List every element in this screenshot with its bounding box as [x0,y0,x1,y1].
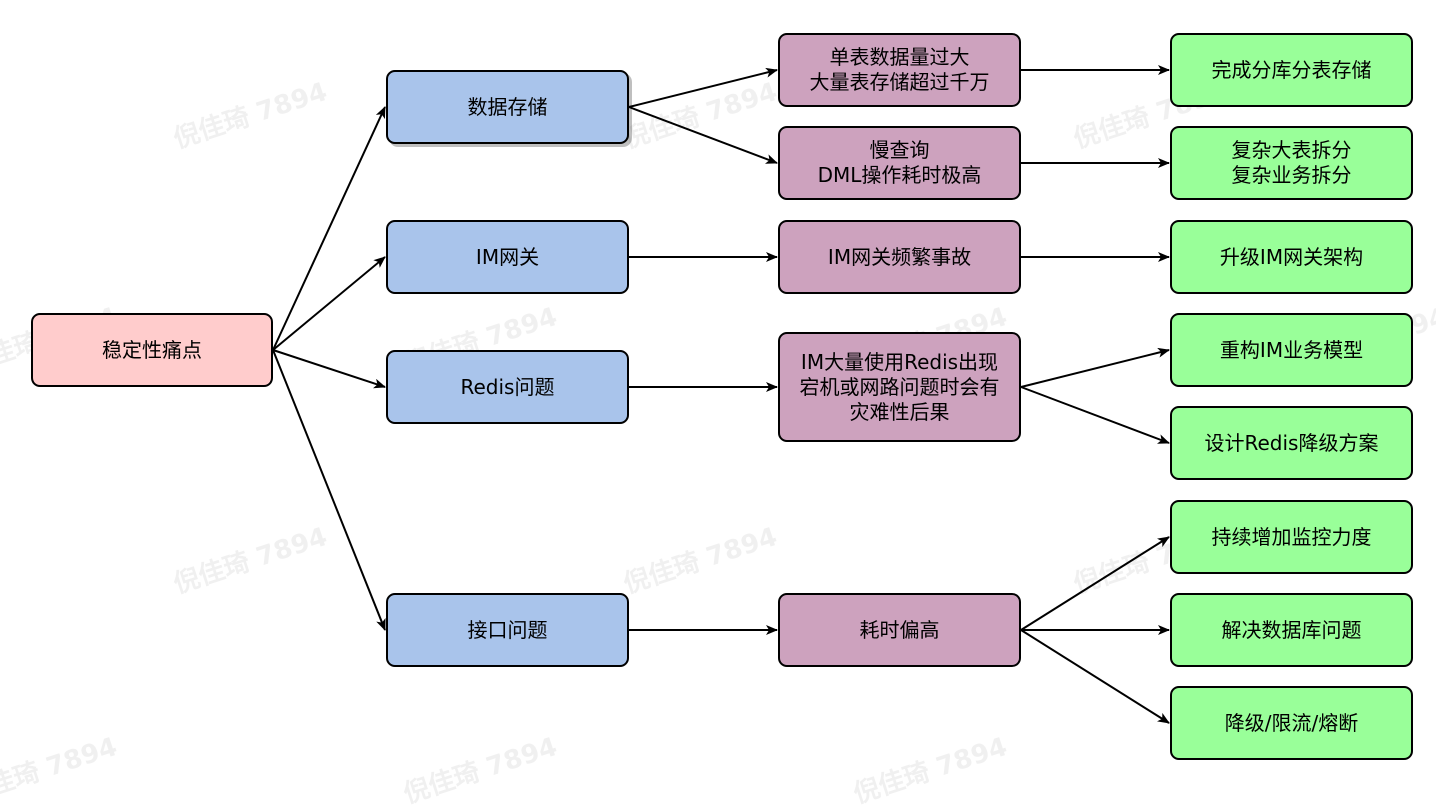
connector-arrow [272,256,386,351]
problem-label: 耗时偏高 [859,617,940,642]
solution-label: 持续增加监控力度 [1211,524,1372,549]
solution-label: 升级IM网关架构 [1219,244,1364,269]
connector-arrow [1020,347,1170,388]
connector-arrow [272,349,386,631]
category-label: 数据存储 [467,94,548,119]
category-node-im-gateway: IM网关 [386,220,629,294]
connector-arrow [1020,629,1170,724]
solution-node-db-issues: 解决数据库问题 [1170,593,1413,667]
connector-arrow [628,106,778,164]
solution-label: 重构IM业务模型 [1219,337,1364,362]
solution-label: 复杂大表拆分 复杂业务拆分 [1231,138,1352,187]
solution-node-rebuild-model: 重构IM业务模型 [1170,313,1413,387]
solution-node-degrade-limit: 降级/限流/熔断 [1170,686,1413,760]
problem-label: 慢查询 DML操作耗时极高 [817,138,982,187]
problem-label: 单表数据量过大 大量表存储超过千万 [809,45,990,94]
mind-map-diagram: 倪佳琦 7894 倪佳琦 7894 倪佳琦 7894 倪佳琦 7894 倪佳琦 … [0,33,1436,810]
problem-node-redis-heavy: IM大量使用Redis出现 宕机或网路问题时会有 灾难性后果 [778,332,1021,442]
category-label: 接口问题 [467,617,548,642]
connector-arrow [1020,386,1170,444]
problem-node-slow-query: 慢查询 DML操作耗时极高 [778,126,1021,200]
problem-node-gateway-incident: IM网关频繁事故 [778,220,1021,294]
category-node-api: 接口问题 [386,593,629,667]
category-label: Redis问题 [460,374,555,399]
solution-label: 设计Redis降级方案 [1204,430,1379,455]
solution-node-split: 复杂大表拆分 复杂业务拆分 [1170,126,1413,200]
category-node-storage: 数据存储 [386,70,629,144]
root-label: 稳定性痛点 [102,337,202,362]
problem-node-latency: 耗时偏高 [778,593,1021,667]
category-label: IM网关 [475,244,540,269]
problem-label: IM网关频繁事故 [827,244,972,269]
solution-label: 降级/限流/熔断 [1224,710,1359,735]
connector-arrow [272,349,386,389]
solution-node-redis-degrade: 设计Redis降级方案 [1170,406,1413,480]
solution-node-monitoring: 持续增加监控力度 [1170,500,1413,574]
root-node: 稳定性痛点 [31,313,273,387]
problem-node-single-table: 单表数据量过大 大量表存储超过千万 [778,33,1021,107]
connector-arrow [1020,536,1170,631]
connector-layer [272,65,1170,724]
problem-label: IM大量使用Redis出现 宕机或网路问题时会有 灾难性后果 [799,349,1000,424]
connector-arrow [628,67,778,108]
solution-label: 完成分库分表存储 [1211,57,1372,82]
category-node-redis: Redis问题 [386,350,629,424]
solution-label: 解决数据库问题 [1221,617,1362,642]
solution-node-upgrade-gateway: 升级IM网关架构 [1170,220,1413,294]
connector-arrow [272,106,386,351]
solution-node-sharding: 完成分库分表存储 [1170,33,1413,107]
